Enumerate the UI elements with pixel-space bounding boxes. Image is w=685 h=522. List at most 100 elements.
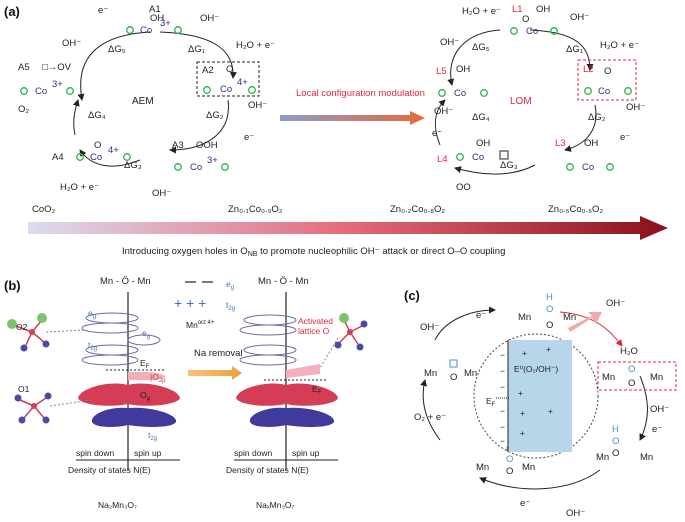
aem-cycle: A1 OH Co 3+ e⁻ OH⁻ ΔG₅ OH⁻ H₂O + e⁻ ΔG₁ … — [18, 4, 275, 199]
site-a5: A5 — [18, 62, 30, 73]
site-a3: A3 — [172, 140, 184, 151]
a1-h2o: H₂O + e⁻ — [236, 40, 275, 51]
eg-label: eg — [226, 279, 234, 291]
o-atom — [624, 87, 632, 95]
lom-center: LOM — [510, 96, 532, 107]
t2g-lobe — [81, 354, 139, 366]
l1-oh: OH — [536, 4, 550, 15]
o2-molecule: O2 — [7, 313, 50, 352]
c-mn: Mn — [596, 452, 609, 463]
t2g-up-label: t2g — [148, 430, 157, 442]
o1-leader — [49, 399, 93, 407]
t2g-down — [249, 407, 286, 427]
site-l4: L4 — [437, 154, 448, 165]
o-atom — [174, 163, 182, 171]
a3-ohm: OH⁻ — [152, 188, 171, 199]
mn-atom — [44, 392, 52, 400]
site-l1: L1 — [512, 4, 523, 15]
a2-ox: 4+ — [237, 77, 248, 88]
activated-molecule — [334, 313, 368, 351]
c-o: O — [628, 364, 635, 375]
dos-right: EF Activated lattice O spin down spin up… — [226, 292, 338, 510]
dos-label-left: Density of states N(E) — [68, 465, 151, 475]
o-atom — [20, 87, 28, 95]
a5-ov: □→OV — [42, 62, 72, 73]
mn-oct-label: Mnoct 4+ — [186, 320, 215, 330]
lom-dg4: ΔG₄ — [472, 112, 490, 123]
c-vacancy — [449, 359, 458, 368]
lom-arc-top-right — [529, 29, 594, 71]
c-big-arrow — [568, 312, 602, 332]
a3-ooh: OOH — [196, 140, 218, 151]
eg-up-lobe — [127, 334, 161, 346]
comp-zn01: Zn₀.₁Co₀.₉O₂ — [228, 204, 283, 215]
minus-sign: − — [500, 406, 505, 416]
dos-label-right: Density of states N(E) — [226, 465, 309, 475]
a2-co: Co — [220, 84, 232, 95]
lom-oo: OO — [456, 182, 471, 193]
o-atom — [66, 87, 74, 95]
a4-h2o: H₂O + e⁻ — [60, 182, 99, 193]
o-atom — [76, 153, 84, 161]
a4-o: O — [94, 140, 101, 151]
comp-right: NaₓMn₃O₇ — [256, 500, 295, 510]
na-removal-label: Na removal — [194, 348, 243, 359]
c-h: H — [546, 292, 553, 303]
a1-co: Co — [140, 25, 152, 36]
o-atom — [31, 403, 37, 409]
site-a1: A1 — [149, 4, 161, 15]
c-mn: Mn — [563, 312, 576, 323]
aem-arc-top-left — [77, 31, 151, 101]
t2g-plus-marks: + + + — [174, 295, 206, 311]
c-e0: E⁰(O₂/OH⁻) — [514, 364, 558, 374]
na-removal-arrow — [188, 366, 242, 380]
mn-atom — [42, 340, 50, 348]
og-down — [236, 383, 286, 406]
modulation-arrow-shape — [280, 111, 425, 125]
dos-left: EF |O2p Og eg t2g eg t2g spin down spin … — [68, 292, 180, 510]
o-atom — [480, 89, 488, 97]
a1-ohm-right: OH⁻ — [200, 13, 219, 24]
mn-atom — [42, 416, 50, 424]
c-e-right: e⁻ — [652, 424, 662, 435]
lom-dg3: ΔG₃ — [500, 160, 518, 171]
panel-c-label: (c) — [404, 288, 420, 303]
comp-left: Na₂Mn₃O₇ — [98, 500, 137, 510]
lom-arc-bottom-left — [454, 164, 536, 175]
aem-arc-bottom-right — [169, 99, 229, 154]
eg-lobe — [81, 322, 139, 334]
o-atom — [550, 27, 558, 35]
plus-sign: + — [548, 406, 553, 416]
l5-oh: OH — [456, 64, 470, 75]
c-o: O — [612, 448, 619, 459]
t2g-down — [91, 407, 128, 427]
c-arrow-left — [420, 379, 441, 441]
aem-arc-left — [72, 99, 80, 136]
c-red-box — [597, 361, 677, 391]
o-atom — [174, 26, 182, 34]
t2g-lobe — [239, 354, 297, 366]
plus-sign: + — [520, 408, 525, 418]
o1-label: O1 — [18, 384, 30, 394]
og-up — [128, 383, 180, 406]
c-e-top: e⁻ — [476, 310, 486, 321]
a1-oh: OH — [150, 13, 164, 24]
config-modulation-arrow: Local configuration modulation — [280, 88, 425, 125]
lom-arc-left — [434, 99, 446, 146]
ef-label: EF — [140, 358, 150, 370]
mn-atom — [14, 394, 22, 402]
c-oh-left: OH⁻ — [420, 322, 439, 333]
a2-o: O — [226, 64, 233, 75]
mn-atom — [334, 341, 342, 349]
spin-down: spin down — [76, 448, 115, 458]
l2-ohm: OH⁻ — [626, 102, 645, 113]
minus-sign: − — [500, 422, 505, 432]
o-atom — [456, 153, 464, 161]
o-atom — [347, 329, 353, 335]
spin-up-right: spin up — [292, 448, 320, 458]
l4-co: Co — [472, 152, 484, 163]
eg-lobe — [239, 324, 297, 336]
na-atom — [7, 319, 17, 329]
l2-co: Co — [598, 86, 610, 97]
c-oh-bottom: OH⁻ — [566, 508, 585, 519]
